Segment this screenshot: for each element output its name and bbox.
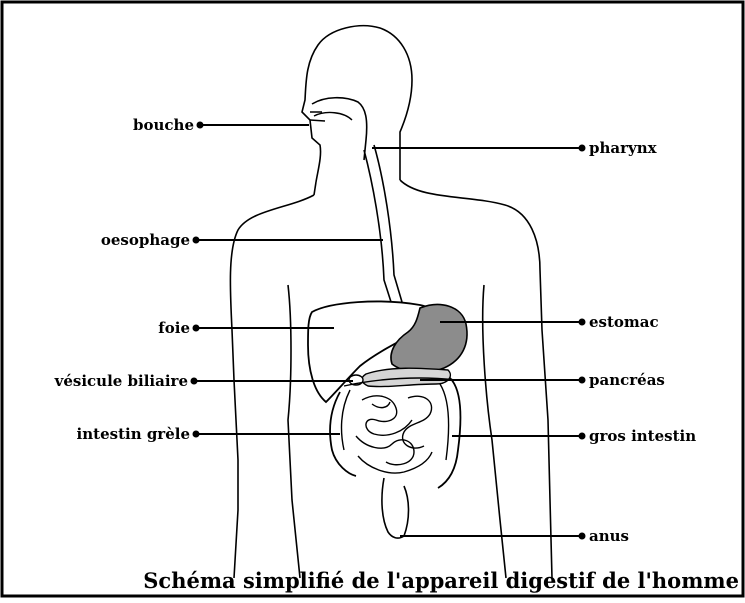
label-estomac: estomac [589,313,659,331]
label-oesophage: oesophage [101,231,190,249]
label-foie: foie [158,319,190,337]
diagram-caption: Schéma simplifié de l'appareil digestif … [143,568,739,593]
label-pharynx: pharynx [589,139,658,157]
frame-border [2,2,743,596]
rectum-shape [382,478,409,538]
label-anus: anus [589,527,629,545]
label-pancreas: pancréas [589,371,665,389]
label-vesicule-biliaire: vésicule biliaire [54,372,188,390]
label-gros-intestin: gros intestin [589,427,696,445]
label-bouche: bouche [133,116,194,134]
label-intestin-grele: intestin grèle [77,425,190,443]
